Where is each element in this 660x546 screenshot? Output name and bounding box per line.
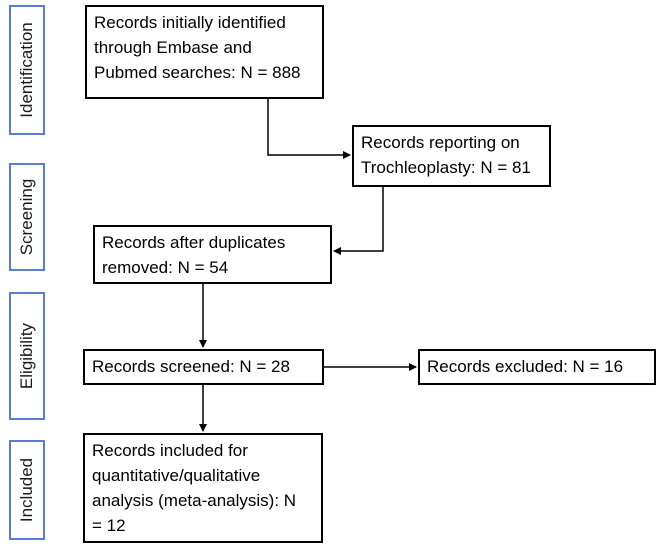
box-records-included-text: Records included for quantitative/qualit… — [92, 441, 297, 535]
box-records-screened-text: Records screened: N = 28 — [92, 357, 290, 376]
box-records-excluded-text: Records excluded: N = 16 — [427, 357, 624, 376]
box-records-screened: Records screened: N = 28 — [83, 349, 324, 385]
arrow-identified-to-trochleoplasty — [267, 99, 351, 159]
box-records-included: Records included for quantitative/qualit… — [83, 433, 323, 543]
stage-included: Included — [9, 440, 45, 540]
stage-eligibility: Eligibility — [9, 292, 45, 420]
stage-screening: Screening — [9, 163, 45, 271]
box-records-trochleoplasty-text: Records reporting on Trochleoplasty: N =… — [361, 133, 531, 177]
box-records-duplicates-removed: Records after duplicates removed: N = 54 — [93, 225, 332, 284]
box-records-identified-text: Records initially identified through Emb… — [94, 13, 301, 82]
box-records-excluded: Records excluded: N = 16 — [418, 349, 656, 385]
stage-identification: Identification — [9, 5, 45, 135]
arrow-trochleoplasty-to-duplicates — [333, 187, 384, 255]
box-records-trochleoplasty: Records reporting on Trochleoplasty: N =… — [352, 125, 551, 187]
box-records-identified: Records initially identified through Emb… — [85, 5, 324, 99]
box-records-duplicates-removed-text: Records after duplicates removed: N = 54 — [102, 233, 286, 277]
